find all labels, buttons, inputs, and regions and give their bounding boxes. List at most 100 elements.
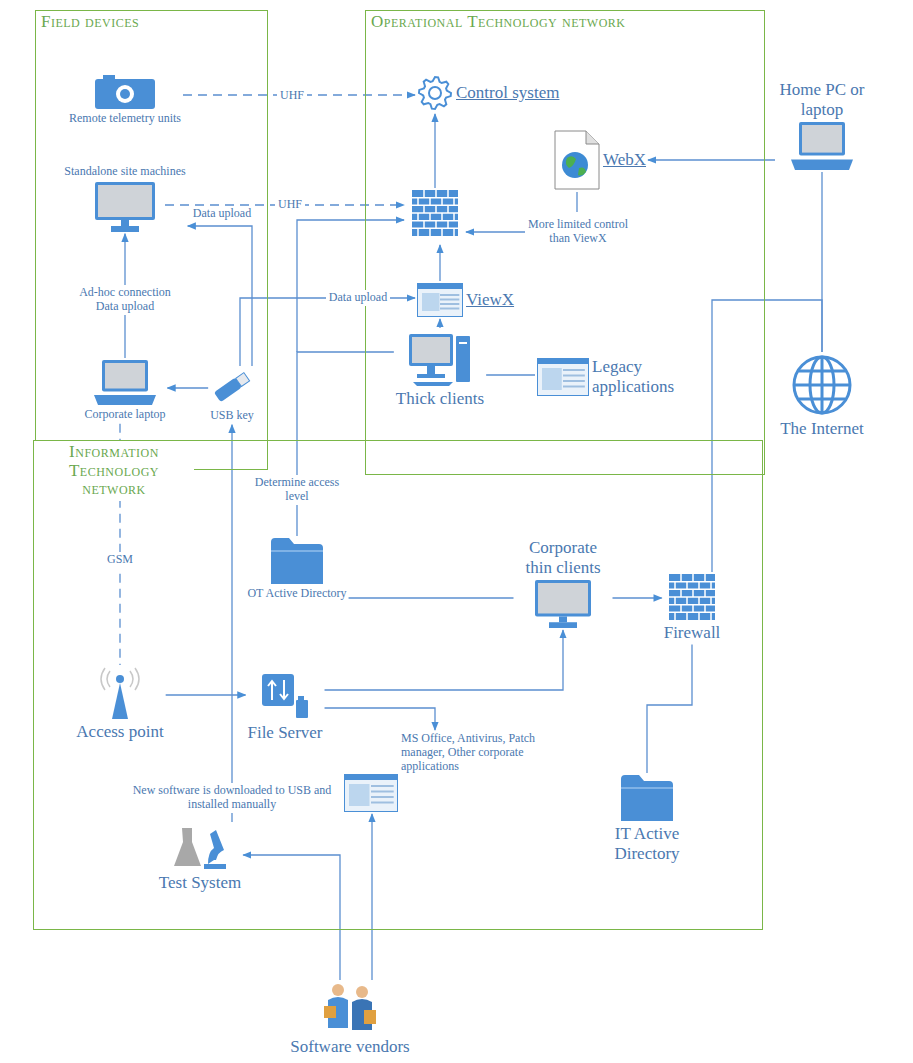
icon-part: [236, 373, 250, 387]
node-label: WebX: [603, 150, 646, 170]
icon-part: [94, 395, 156, 405]
icon-part: [563, 369, 585, 371]
connector: [231, 425, 232, 822]
icon-part: [116, 85, 134, 103]
region-box: Information Technology network OT Active …: [33, 440, 763, 930]
gear-icon: [417, 75, 453, 111]
icon-part: [686, 582, 688, 590]
edge-label: Determine access level: [249, 475, 345, 505]
system-node: Control system: [415, 73, 561, 113]
icon-part: [112, 683, 128, 719]
icon-part: [669, 612, 715, 614]
icon-part: [555, 131, 599, 189]
system-node: Legacy applications: [535, 355, 689, 398]
network-node: Access point: [74, 665, 165, 744]
system-node: WebX: [552, 128, 648, 192]
connector: [240, 298, 415, 366]
icon-part: [98, 185, 152, 217]
icon-part: [562, 152, 588, 178]
icon-part: [542, 368, 562, 390]
network-node: The Internet: [778, 352, 866, 441]
icon-part: [418, 284, 463, 317]
edge-label: GSM: [104, 552, 136, 568]
icon-part: [563, 374, 585, 376]
viewx-link: [439, 245, 440, 281]
computer-icon: [409, 330, 471, 386]
icon-part: [417, 374, 445, 378]
icon-part: [422, 293, 439, 311]
icon-part: [698, 582, 700, 590]
icon-part: [298, 696, 304, 701]
edge-label: UHF: [277, 88, 307, 104]
icon-part: [794, 357, 850, 413]
icon-part: [586, 131, 599, 144]
icon-part: [412, 228, 458, 230]
icon-part: [680, 605, 682, 613]
icon-part: [621, 775, 673, 821]
firewall-link: [434, 114, 435, 188]
edge-label: Ad-hoc connection Data upload: [65, 285, 186, 315]
connector: [325, 708, 435, 730]
icon-part: [440, 294, 459, 296]
node-label: Software vendors: [290, 1037, 409, 1057]
node-label: Legacy applications: [592, 357, 687, 396]
icon-part: [441, 228, 443, 236]
icon-part: [537, 358, 589, 364]
firewall-node: Firewall: [662, 572, 723, 645]
device-node: USB key: [208, 366, 256, 425]
icon-part: [710, 612, 712, 620]
icon-part: [409, 334, 453, 366]
icon-part: [538, 583, 588, 613]
connector: [325, 630, 563, 690]
directory-node: OT Active Directory: [245, 536, 348, 603]
node-label: USB key: [210, 409, 254, 423]
icon-part: [371, 796, 394, 798]
connector: [439, 319, 440, 328]
icon-part: [412, 205, 458, 207]
icon-part: [423, 205, 425, 213]
firewall-icon: [412, 190, 458, 236]
icon-part: [459, 342, 467, 344]
ot-firewall: [412, 190, 458, 236]
connector: [243, 855, 340, 980]
window-icon: [537, 358, 589, 396]
edge-label: Data upload: [326, 290, 390, 306]
icon-part: [440, 299, 459, 301]
icon-part: [95, 182, 155, 220]
node-label: Control system: [456, 83, 559, 103]
device-node: Corporate laptop: [83, 358, 168, 424]
icon-part: [105, 363, 145, 389]
edge-label: Data upload: [190, 206, 254, 222]
region-title: Information Technology network: [34, 441, 194, 501]
icon-part: [271, 550, 323, 552]
system-node: ViewX: [415, 281, 516, 319]
icon-part: [419, 77, 451, 109]
icon-part: [686, 612, 688, 620]
connector: [647, 645, 692, 773]
connector: [166, 694, 246, 695]
node-label: ViewX: [466, 290, 514, 310]
firewall-symbol: [412, 190, 458, 236]
server-node: File Server: [245, 672, 324, 745]
icon-part: [429, 198, 431, 206]
region-box: Field devicesRemote telemetry unitsStand…: [35, 10, 268, 470]
icon-part: [447, 190, 449, 198]
connector: [188, 226, 252, 366]
icon-part: [680, 574, 682, 582]
region-title: Operational Technology network: [366, 11, 631, 34]
icon-part: [412, 197, 458, 199]
icon-part: [349, 784, 370, 806]
icon-part: [268, 680, 288, 700]
monitor-icon: [535, 580, 591, 628]
icon-part: [686, 597, 688, 605]
icon-part: [453, 228, 455, 236]
icon-part: [356, 986, 368, 998]
icon-part: [447, 221, 449, 229]
folder-icon: [271, 538, 323, 584]
icon-part: [371, 791, 394, 793]
node-label: Test System: [159, 873, 241, 893]
icon-part: [674, 582, 676, 590]
fileserver-icon: [262, 674, 308, 720]
icon-part: [704, 605, 706, 613]
